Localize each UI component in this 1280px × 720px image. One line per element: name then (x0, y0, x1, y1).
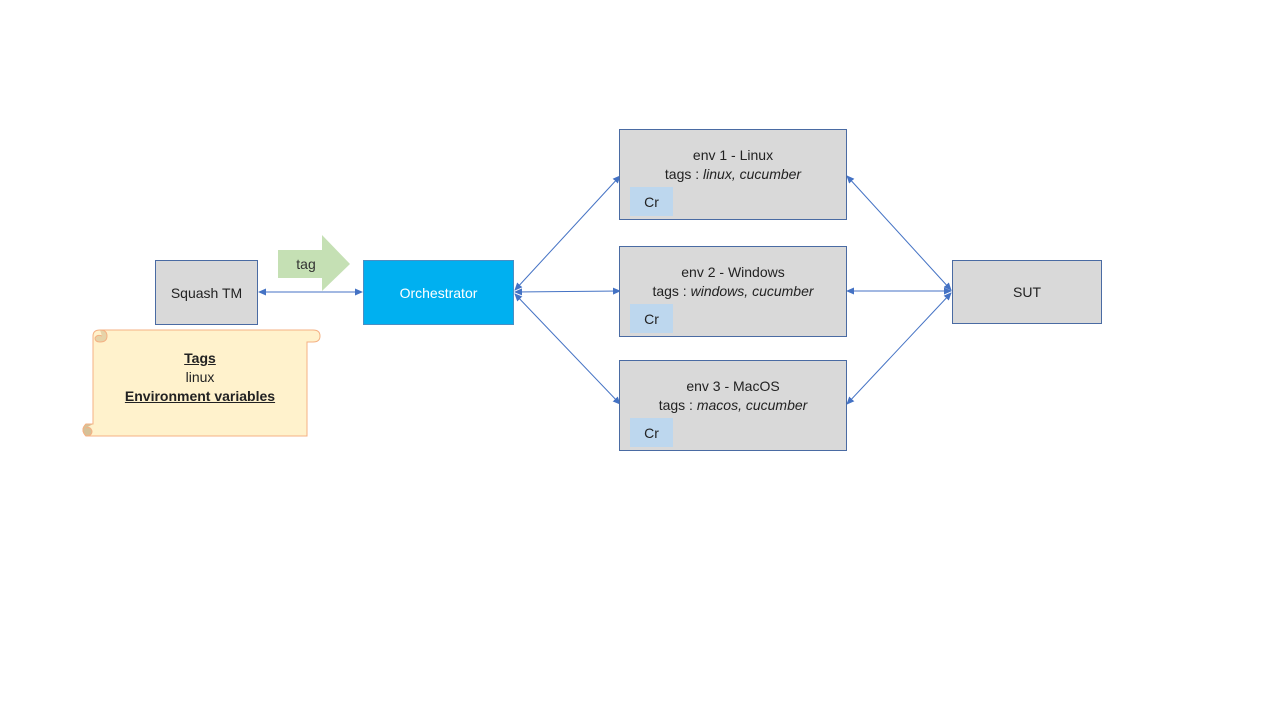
scroll-env-vars-heading: Environment variables (124, 388, 276, 404)
scroll-tags-heading: Tags (184, 350, 216, 366)
scroll-tags-value: linux (185, 369, 215, 385)
env-2-cr-badge: Cr (630, 304, 673, 333)
connector-orchestrator-env2 (514, 287, 621, 296)
env-2-tags-values: windows, cucumber (690, 283, 814, 299)
tag-block-arrow (278, 235, 350, 291)
connector-env1-sut (846, 175, 952, 291)
connectors (258, 175, 952, 405)
env-2-node[interactable]: env 2 - Windows tags : windows, cucumber… (619, 246, 847, 337)
env-2-tags: tags : windows, cucumber (620, 283, 846, 299)
env-3-tags-prefix: tags : (658, 397, 697, 413)
env-3-cr-badge: Cr (630, 418, 673, 447)
connector-env3-sut (846, 292, 952, 405)
orchestrator-node[interactable]: Orchestrator (363, 260, 514, 325)
scroll-shape (82, 329, 321, 437)
env-2-tags-prefix: tags : (652, 283, 691, 299)
squash-tm-node[interactable]: Squash TM (155, 260, 258, 325)
tag-arrow-label: tag (296, 256, 316, 272)
orchestrator-label: Orchestrator (399, 284, 478, 301)
env-3-tags: tags : macos, cucumber (620, 397, 846, 413)
env-1-node[interactable]: env 1 - Linux tags : linux, cucumber Cr (619, 129, 847, 220)
squash-tm-label: Squash TM (170, 284, 243, 301)
connector-orchestrator-env1 (514, 175, 621, 291)
env-1-tags-values: linux, cucumber (703, 166, 802, 182)
env-1-tags: tags : linux, cucumber (620, 166, 846, 182)
sut-node[interactable]: SUT (952, 260, 1102, 324)
env-3-node[interactable]: env 3 - MacOS tags : macos, cucumber Cr (619, 360, 847, 451)
env-3-title: env 3 - MacOS (686, 378, 780, 394)
connector-orchestrator-env3 (514, 293, 621, 405)
env-1-title: env 1 - Linux (692, 147, 774, 163)
env-3-tags-values: macos, cucumber (696, 397, 808, 413)
sut-label: SUT (1013, 284, 1041, 300)
env-1-cr-badge: Cr (630, 187, 673, 216)
env-1-tags-prefix: tags : (664, 166, 704, 182)
env-2-title: env 2 - Windows (681, 264, 785, 280)
